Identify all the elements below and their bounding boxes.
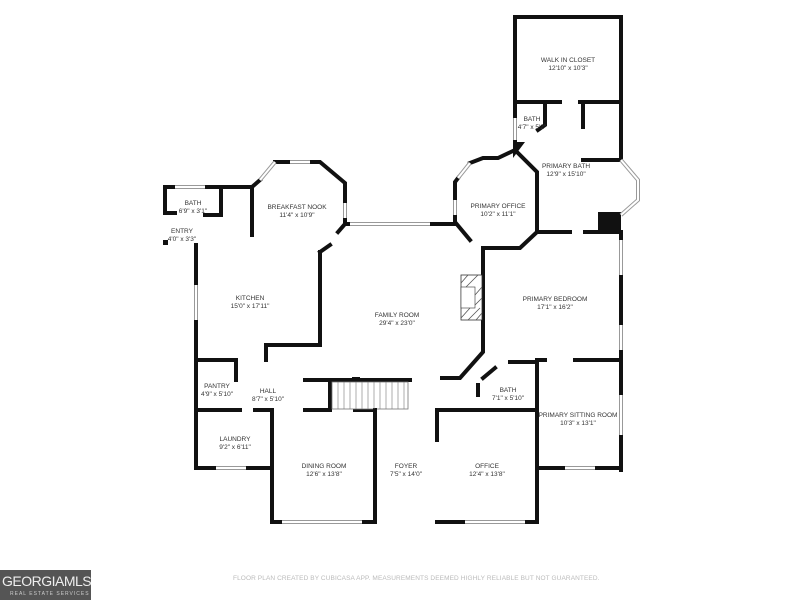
room-dims: 10'2" x 11'1": [480, 211, 516, 218]
walls: [163, 15, 623, 524]
room-dims: 4'7" x 5'2": [517, 124, 547, 131]
room-name: BREAKFAST NOOK: [267, 204, 327, 211]
room-dims: 9'2" x 6'11": [219, 444, 251, 451]
room-name: ENTRY: [171, 228, 193, 235]
room-name: KITCHEN: [235, 295, 265, 302]
room-dims: 12'10" x 10'3": [548, 65, 588, 72]
room-dims: 12'4" x 13'8": [469, 471, 505, 478]
fireplace: [460, 274, 483, 321]
room-dims: 4'9" x 5'10": [200, 391, 234, 398]
room-dims: 12'6" x 13'8": [306, 471, 342, 478]
room-dims: 29'4" x 23'0": [379, 320, 415, 327]
room-name: PRIMARY BATH: [541, 163, 591, 170]
room-name: PRIMARY SITTING ROOM: [538, 412, 618, 419]
room-dims: 10'3" x 13'1": [560, 420, 596, 427]
room-dims: 7'5" x 14'0": [389, 471, 423, 478]
windows: [175, 118, 640, 524]
room-name: BATH: [523, 116, 541, 123]
room-name: BATH: [499, 387, 517, 394]
room-name: PRIMARY BEDROOM: [522, 296, 588, 303]
georgiamls-logo: GEORGIAMLS REAL ESTATE SERVICES: [0, 570, 92, 600]
room-name: HALL: [259, 388, 277, 395]
room-name: FAMILY ROOM: [374, 312, 420, 319]
room-name: OFFICE: [475, 463, 499, 470]
room-name: PRIMARY OFFICE: [470, 203, 526, 210]
room-name: WALK IN CLOSET: [540, 57, 596, 64]
room-dims: 4'0" x 3'3": [167, 236, 197, 243]
room-dims: 15'0" x 17'11": [230, 303, 270, 310]
room-name: FOYER: [394, 463, 418, 470]
logo-sub-text: REAL ESTATE SERVICES: [10, 591, 90, 597]
room-name: LAUNDRY: [219, 436, 251, 443]
logo-main-text: GEORGIAMLS: [2, 573, 92, 589]
room-dims: 8'7" x 5'10": [251, 396, 285, 403]
room-dims: 7'1" x 5'10": [491, 395, 525, 402]
room-name: BATH: [184, 200, 202, 207]
room-dims: 17'1" x 16'2": [537, 304, 573, 311]
room-dims: 6'9" x 3'1": [178, 208, 208, 215]
footer-disclaimer: FLOOR PLAN CREATED BY CUBICASA APP. MEAS…: [233, 575, 600, 582]
room-dims: 11'4" x 10'9": [279, 212, 315, 219]
room-dims: 12'9" x 15'10": [546, 171, 586, 178]
staircase: [331, 381, 409, 410]
room-name: DINING ROOM: [301, 463, 347, 470]
room-name: PANTRY: [204, 383, 230, 390]
